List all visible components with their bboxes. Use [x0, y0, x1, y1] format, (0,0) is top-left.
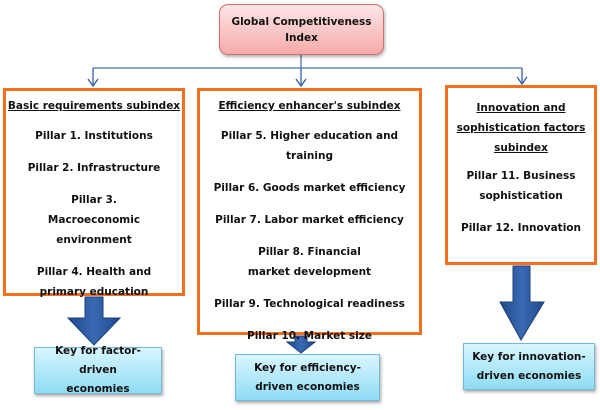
pillar-1: Pillar 1. Institutions	[35, 130, 153, 142]
pillar-7: Pillar 7. Labor market efficiency	[215, 214, 404, 226]
arrow-to-innovation	[516, 68, 528, 86]
root-title-line1: Global Competitiveness	[231, 15, 372, 28]
arrow-to-efficiency	[295, 68, 307, 88]
innovation-sophistication-subindex: Innovation and sophistication factors su…	[445, 85, 597, 265]
key-label: Key for factor-driven economies	[55, 345, 141, 395]
pillar-5: Pillar 5. Higher education and training	[220, 130, 399, 162]
big-arrow-down-basic	[66, 296, 122, 346]
basic-requirements-subindex: Basic requirements subindex Pillar 1. In…	[3, 88, 185, 298]
pillar-12: Pillar 12. Innovation	[461, 222, 581, 234]
efficiency-enhancers-subindex: Efficiency enhancer's subindex Pillar 5.…	[197, 88, 422, 342]
pillar-11: Pillar 11. Business sophistication	[466, 170, 576, 202]
pillar-9: Pillar 9. Technological readiness	[214, 298, 405, 310]
big-arrow-down-efficiency	[285, 335, 317, 354]
pillar-4: Pillar 4. Health and primary education	[36, 266, 152, 298]
key-innovation-driven: Key for innovation-driven economies	[463, 343, 595, 390]
key-factor-driven: Key for factor-driven economies	[34, 345, 162, 395]
pillar-8: Pillar 8. Financial market development	[247, 246, 372, 278]
pillar-10: Pillar 10. Market size	[247, 330, 372, 342]
subindex-title: Basic requirements subindex	[7, 100, 181, 112]
subindex-title: Innovation and sophistication factors su…	[456, 102, 586, 154]
subindex-title: Efficiency enhancer's subindex	[218, 100, 401, 112]
pillar-6: Pillar 6. Goods market efficiency	[213, 182, 406, 194]
key-label: Key for innovation-driven economies	[472, 350, 586, 382]
key-efficiency-driven: Key for efficiency-driven economies	[235, 354, 380, 401]
arrow-to-basic	[87, 68, 99, 88]
big-arrow-down-innovation	[499, 265, 545, 341]
pillar-3: Pillar 3. Macroeconomic environment	[47, 194, 141, 246]
root-title-line2: Index	[285, 31, 318, 44]
pillar-2: Pillar 2. Infrastructure	[27, 162, 161, 174]
global-competitiveness-index-node: Global Competitiveness Index	[219, 4, 384, 55]
key-label: Key for efficiency-driven economies	[254, 361, 361, 393]
